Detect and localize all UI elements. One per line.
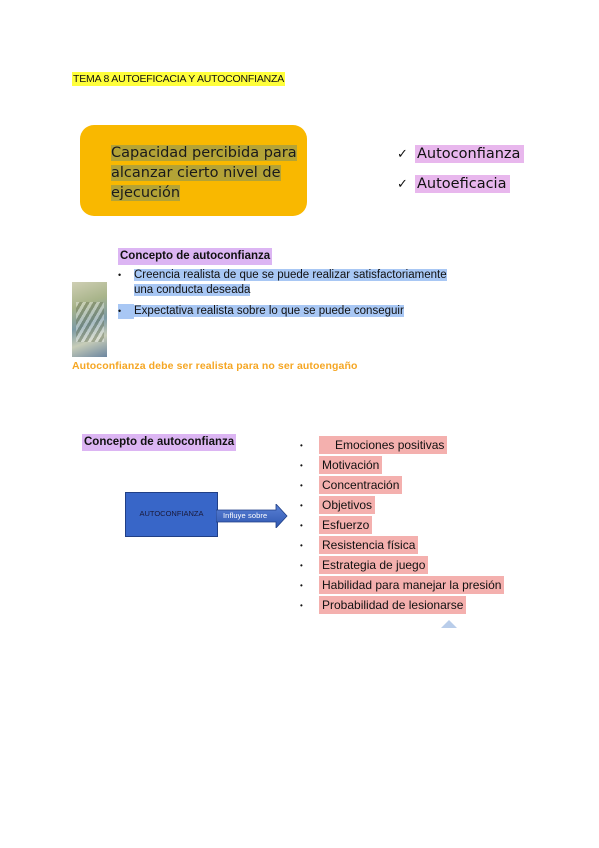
- bullet-icon: •: [300, 600, 303, 610]
- definition-line: ejecución: [111, 185, 181, 201]
- bullet-icon: •: [300, 480, 303, 490]
- checklist-item-autoconfianza: ✓ Autoconfianza: [397, 145, 525, 163]
- list-item: • Concentración: [300, 476, 403, 494]
- bullet-icon: •: [118, 304, 134, 319]
- bullet-icon: •: [300, 520, 303, 530]
- list-item: • Esfuerzo: [300, 516, 373, 534]
- arrow-right-icon: [216, 504, 288, 528]
- list-item: • Resistencia física: [300, 536, 419, 554]
- section-heading: Concepto de autoconfianza: [118, 248, 273, 265]
- bullet-icon: •: [300, 440, 303, 450]
- bullet-icon: •: [300, 460, 303, 470]
- list-item-label: Concentración: [319, 476, 403, 494]
- bullet-icon: •: [300, 500, 303, 510]
- list-item-label: Probabilidad de lesionarse: [319, 596, 467, 614]
- list-item-label: Motivación: [319, 456, 383, 474]
- bullet-icon: •: [300, 540, 303, 550]
- list-item-label: Resistencia física: [319, 536, 419, 554]
- check-icon: ✓: [397, 146, 408, 162]
- definition-line: Capacidad percibida para: [111, 145, 297, 161]
- list-item: • Habilidad para manejar la presión: [300, 576, 505, 594]
- list-item-label: Habilidad para manejar la presión: [319, 576, 505, 594]
- list-item-label: Esfuerzo: [319, 516, 373, 534]
- list-item: • Motivación: [300, 456, 383, 474]
- definition-text: Capacidad percibida para alcanzar cierto…: [111, 143, 297, 203]
- list-item: • Estrategia de juego: [300, 556, 429, 574]
- checklist-item-autoeficacia: ✓ Autoeficacia: [397, 175, 511, 193]
- bullet-line: Creencia realista de que se puede realiz…: [134, 269, 447, 281]
- list-item: • Emociones positivas: [300, 436, 448, 454]
- list-item-label: Emociones positivas: [319, 436, 448, 454]
- bullet-line: Expectativa realista sobre lo que se pue…: [134, 305, 404, 317]
- triangle-up-icon: [441, 620, 457, 628]
- note-text: Autoconfianza debe ser realista para no …: [72, 360, 358, 372]
- page-title: TEMA 8 AUTOEFICACIA Y AUTOCONFIANZA: [72, 72, 286, 86]
- autoconfianza-box-label: AUTOCONFIANZA: [139, 509, 204, 518]
- photo-thumbnail: [72, 282, 107, 357]
- check-icon: ✓: [397, 176, 408, 192]
- section-heading: Concepto de autoconfianza: [82, 434, 237, 451]
- arrow-label: Influye sobre: [223, 511, 268, 520]
- checklist-label: Autoeficacia: [415, 175, 511, 193]
- list-item: • Objetivos: [300, 496, 376, 514]
- bullet-icon: •: [300, 580, 303, 590]
- bullet-icon: •: [118, 270, 122, 280]
- autoconfianza-box: [125, 492, 218, 537]
- list-item-label: Estrategia de juego: [319, 556, 429, 574]
- checklist-label: Autoconfianza: [415, 145, 525, 163]
- list-item-label: Objetivos: [319, 496, 376, 514]
- bullet-item: • Expectativa realista sobre lo que se p…: [118, 304, 404, 319]
- list-item: • Probabilidad de lesionarse: [300, 596, 467, 614]
- bullet-icon: •: [300, 560, 303, 570]
- bullet-line: una conducta deseada: [134, 284, 251, 296]
- bullet-item: • Creencia realista de que se puede real…: [118, 268, 447, 298]
- definition-line: alcanzar cierto nivel de: [111, 165, 281, 181]
